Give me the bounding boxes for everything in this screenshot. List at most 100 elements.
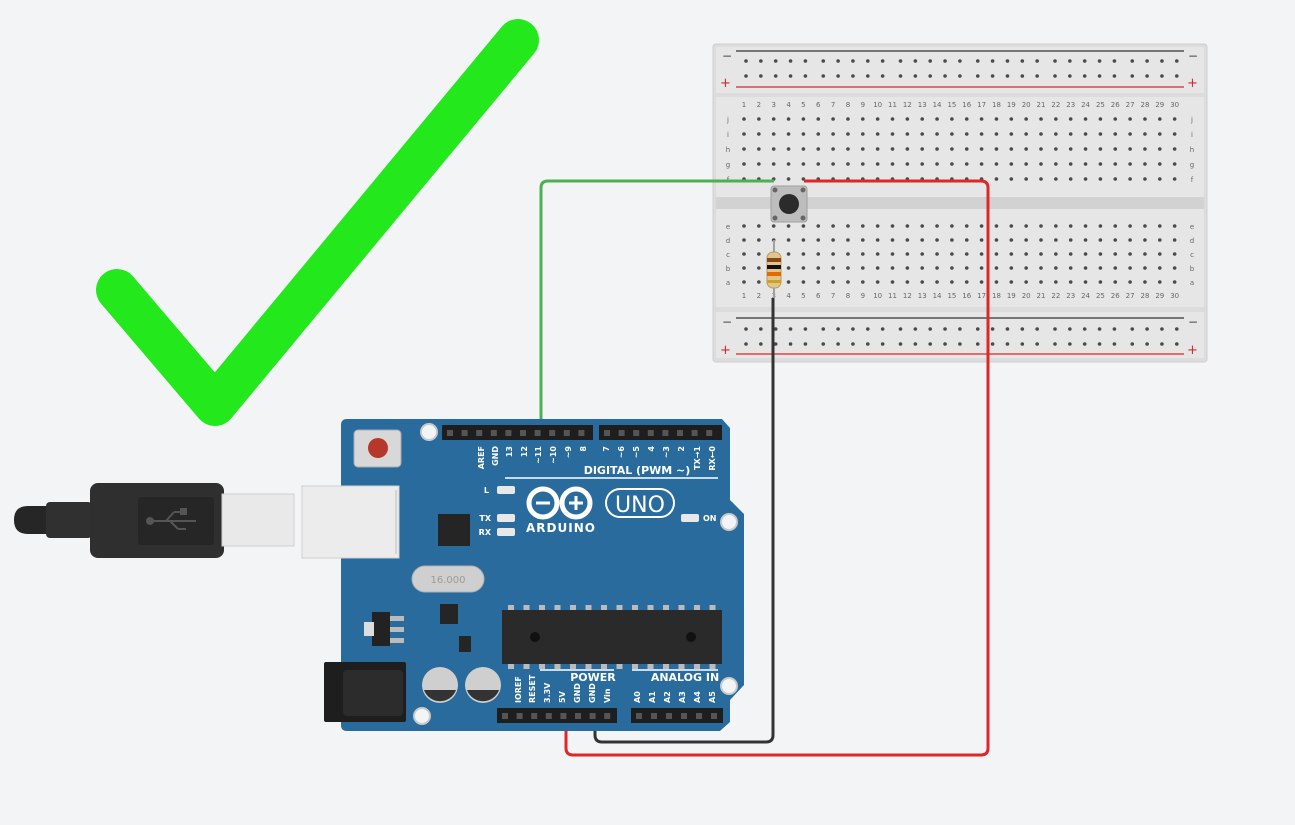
- terminal-hole[interactable]: [905, 147, 910, 151]
- rail-hole[interactable]: [1097, 59, 1102, 63]
- rail-hole[interactable]: [928, 59, 932, 63]
- header-pin[interactable]: [545, 713, 552, 719]
- terminal-hole[interactable]: [920, 224, 924, 228]
- rail-hole[interactable]: [1175, 59, 1179, 63]
- terminal-hole[interactable]: [846, 162, 850, 166]
- terminal-hole[interactable]: [1054, 280, 1058, 284]
- terminal-hole[interactable]: [964, 238, 969, 242]
- terminal-hole[interactable]: [1098, 280, 1103, 284]
- terminal-hole[interactable]: [890, 252, 895, 256]
- rail-hole[interactable]: [1082, 342, 1087, 346]
- terminal-hole[interactable]: [890, 132, 895, 136]
- terminal-hole[interactable]: [890, 266, 895, 270]
- terminal-hole[interactable]: [831, 147, 835, 151]
- rail-hole[interactable]: [788, 342, 793, 346]
- terminal-hole[interactable]: [979, 252, 984, 256]
- terminal-hole[interactable]: [1024, 117, 1028, 121]
- terminal-hole[interactable]: [979, 280, 984, 284]
- terminal-hole[interactable]: [964, 224, 969, 228]
- terminal-hole[interactable]: [920, 280, 924, 284]
- terminal-hole[interactable]: [1128, 132, 1132, 136]
- terminal-hole[interactable]: [1068, 177, 1073, 181]
- rail-hole[interactable]: [1068, 59, 1072, 63]
- terminal-hole[interactable]: [1024, 238, 1028, 242]
- terminal-hole[interactable]: [950, 266, 954, 270]
- terminal-hole[interactable]: [816, 117, 821, 121]
- terminal-hole[interactable]: [905, 117, 910, 121]
- terminal-hole[interactable]: [801, 280, 806, 284]
- terminal-hole[interactable]: [831, 280, 835, 284]
- terminal-hole[interactable]: [920, 132, 924, 136]
- terminal-hole[interactable]: [1068, 132, 1073, 136]
- rail-hole[interactable]: [928, 327, 932, 331]
- terminal-hole[interactable]: [994, 177, 999, 181]
- terminal-hole[interactable]: [890, 280, 895, 284]
- terminal-hole[interactable]: [1113, 147, 1118, 151]
- terminal-hole[interactable]: [1024, 266, 1028, 270]
- rail-hole[interactable]: [913, 59, 918, 63]
- terminal-hole[interactable]: [1009, 280, 1014, 284]
- terminal-hole[interactable]: [935, 238, 939, 242]
- terminal-hole[interactable]: [1083, 132, 1088, 136]
- terminal-hole[interactable]: [979, 224, 984, 228]
- terminal-hole[interactable]: [786, 132, 791, 136]
- rail-hole[interactable]: [851, 342, 855, 346]
- terminal-hole[interactable]: [861, 162, 865, 166]
- terminal-hole[interactable]: [742, 238, 746, 242]
- terminal-hole[interactable]: [861, 132, 865, 136]
- header-pin[interactable]: [604, 430, 610, 436]
- terminal-hole[interactable]: [1054, 132, 1058, 136]
- terminal-hole[interactable]: [1083, 162, 1088, 166]
- terminal-hole[interactable]: [1068, 280, 1073, 284]
- terminal-hole[interactable]: [1024, 177, 1028, 181]
- terminal-hole[interactable]: [1113, 117, 1118, 121]
- terminal-hole[interactable]: [801, 224, 806, 228]
- terminal-hole[interactable]: [786, 266, 791, 270]
- terminal-hole[interactable]: [816, 238, 821, 242]
- terminal-hole[interactable]: [1039, 266, 1043, 270]
- terminal-hole[interactable]: [1039, 162, 1043, 166]
- terminal-hole[interactable]: [875, 132, 880, 136]
- terminal-hole[interactable]: [786, 147, 791, 151]
- rail-hole[interactable]: [759, 342, 763, 346]
- header-pin[interactable]: [589, 713, 596, 719]
- header-pin[interactable]: [647, 430, 654, 436]
- terminal-hole[interactable]: [1068, 266, 1073, 270]
- terminal-hole[interactable]: [890, 238, 895, 242]
- header-pin[interactable]: [534, 430, 541, 436]
- terminal-hole[interactable]: [1172, 252, 1177, 256]
- terminal-hole[interactable]: [994, 238, 999, 242]
- header-pin[interactable]: [677, 430, 683, 436]
- header-pin[interactable]: [505, 430, 512, 436]
- terminal-hole[interactable]: [861, 224, 865, 228]
- rail-hole[interactable]: [1053, 327, 1057, 331]
- terminal-hole[interactable]: [979, 132, 984, 136]
- rail-hole[interactable]: [1053, 59, 1057, 63]
- terminal-hole[interactable]: [905, 238, 910, 242]
- terminal-hole[interactable]: [920, 147, 924, 151]
- header-pin[interactable]: [666, 713, 672, 719]
- terminal-hole[interactable]: [890, 162, 895, 166]
- rail-hole[interactable]: [773, 74, 778, 78]
- terminal-hole[interactable]: [1172, 177, 1177, 181]
- terminal-hole[interactable]: [994, 280, 999, 284]
- rail-hole[interactable]: [821, 74, 826, 78]
- terminal-hole[interactable]: [742, 147, 746, 151]
- terminal-hole[interactable]: [920, 238, 924, 242]
- terminal-hole[interactable]: [1054, 177, 1058, 181]
- terminal-hole[interactable]: [875, 224, 880, 228]
- usb-cable[interactable]: [14, 483, 295, 558]
- terminal-hole[interactable]: [994, 117, 999, 121]
- rail-hole[interactable]: [958, 74, 962, 78]
- rail-hole[interactable]: [975, 74, 980, 78]
- terminal-hole[interactable]: [1039, 117, 1043, 121]
- rail-hole[interactable]: [836, 59, 840, 63]
- rail-hole[interactable]: [1175, 342, 1179, 346]
- terminal-hole[interactable]: [846, 224, 850, 228]
- rail-hole[interactable]: [744, 327, 748, 331]
- terminal-hole[interactable]: [950, 162, 954, 166]
- terminal-hole[interactable]: [861, 238, 865, 242]
- rail-hole[interactable]: [851, 327, 855, 331]
- power-header[interactable]: [497, 708, 617, 723]
- header-pin[interactable]: [549, 430, 556, 436]
